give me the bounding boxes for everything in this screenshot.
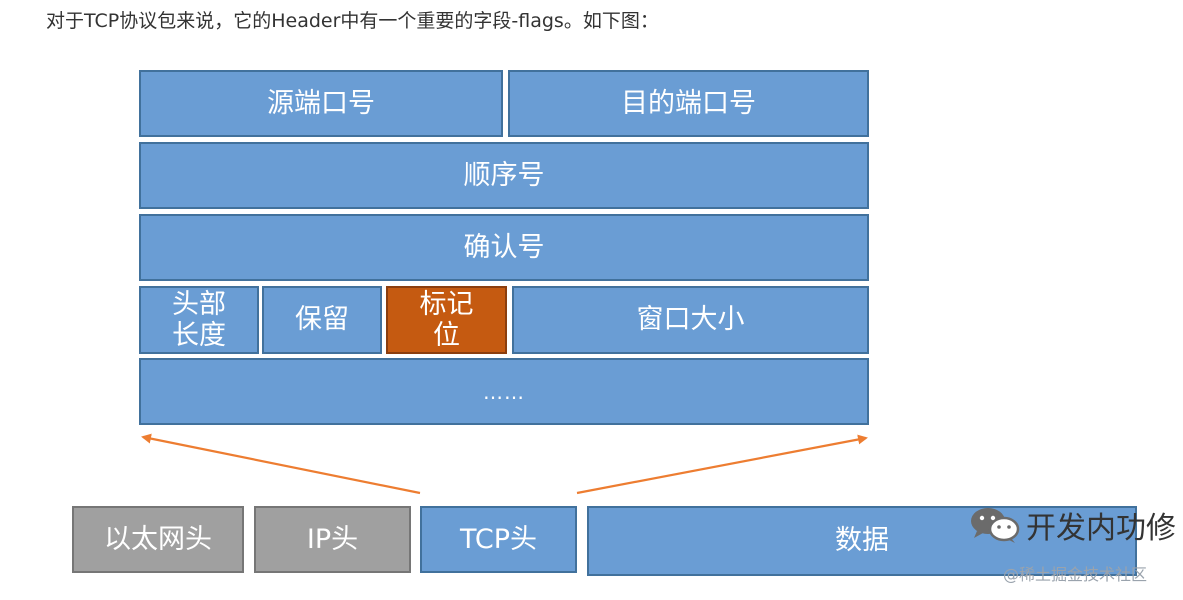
wechat-watermark: 开发内功修 [968, 503, 1176, 547]
ip-header-cell: IP头 [254, 506, 411, 573]
header-length-cell: 头部 长度 [139, 286, 259, 354]
dst-port-cell: 目的端口号 [508, 70, 869, 137]
header-length-line2: 长度 [172, 320, 226, 351]
tcp-header-cell: TCP头 [420, 506, 577, 573]
flags-line2: 位 [433, 320, 460, 351]
ack-cell: 确认号 [139, 214, 869, 281]
left-arrow [141, 433, 421, 495]
more-fields-cell: …… [139, 358, 869, 425]
src-port-cell: 源端口号 [139, 70, 503, 137]
flags-line1: 标记 [419, 289, 474, 320]
ethernet-header-cell: 以太网头 [72, 506, 244, 573]
flags-cell: 标记 位 [386, 286, 507, 354]
juejin-watermark: @稀土掘金技术社区 [1003, 565, 1148, 584]
wechat-icon [971, 508, 1020, 543]
header-length-line1: 头部 [172, 289, 226, 320]
reserved-cell: 保留 [262, 286, 382, 354]
intro-text: 对于TCP协议包来说，它的Header中有一个重要的字段-flags。如下图： [46, 10, 659, 32]
window-size-cell: 窗口大小 [512, 286, 869, 354]
right-arrow [576, 434, 868, 495]
data-cell: 数据 [587, 506, 1137, 576]
seq-cell: 顺序号 [139, 142, 869, 209]
watermark-channel-name: 开发内功修 [1026, 511, 1176, 546]
